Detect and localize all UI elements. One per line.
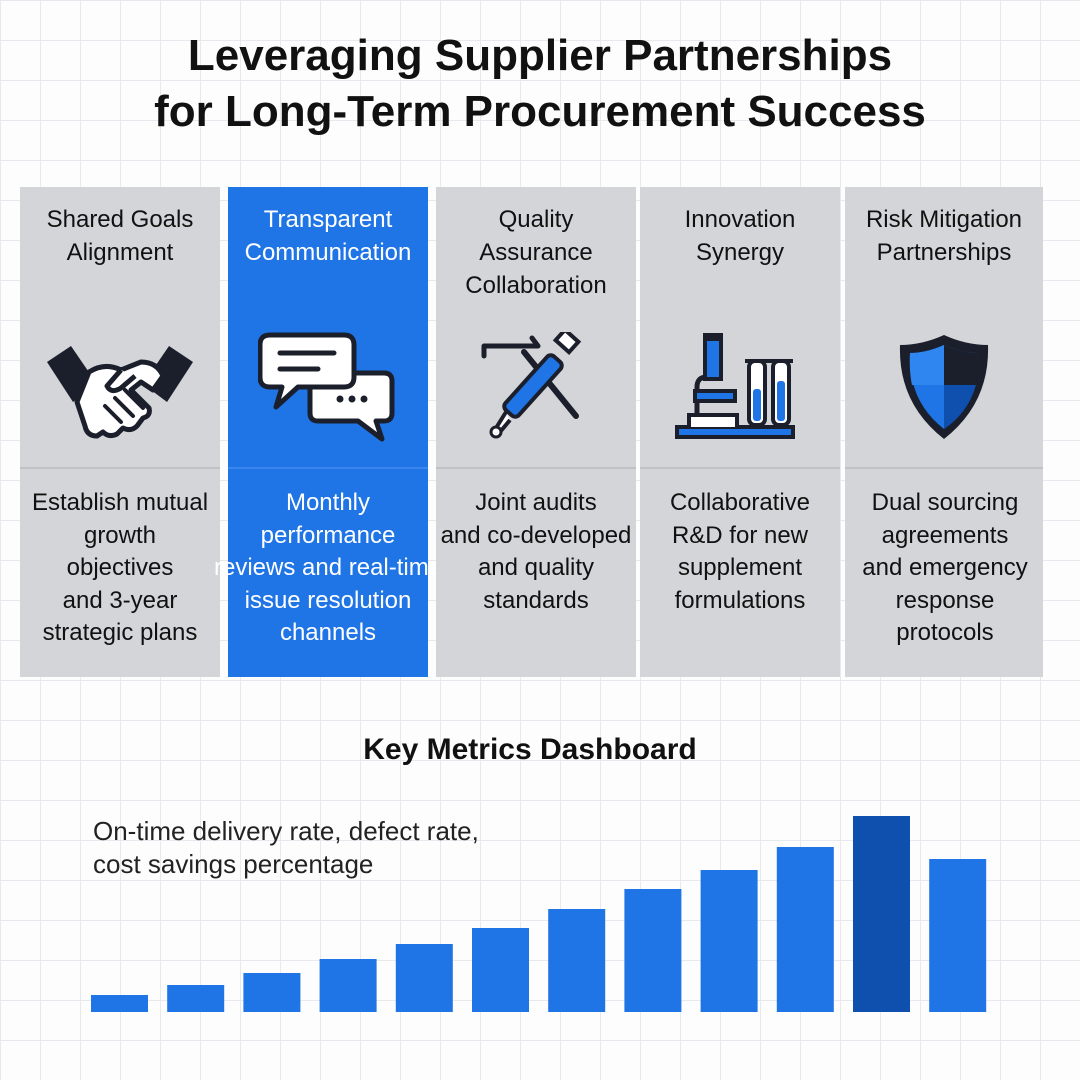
card-body-line: formulations xyxy=(674,586,806,614)
card-body-line: and 3-year xyxy=(62,586,178,614)
tools-icon xyxy=(436,327,636,447)
card-heading-line: Synergy xyxy=(695,239,785,266)
card-body-line: agreements xyxy=(881,521,1009,549)
card-divider xyxy=(228,467,428,469)
card-body-line: and emergency xyxy=(862,554,1028,581)
handshake-icon xyxy=(20,327,220,447)
card-body: Dual sourcing agreements and emergency r… xyxy=(831,487,1059,650)
card-body-line: response xyxy=(895,586,995,614)
card-divider xyxy=(20,467,220,469)
card-body-line: objectives xyxy=(66,554,174,581)
chart-bar xyxy=(853,816,910,1012)
chart-bar xyxy=(700,870,758,1012)
chart-bar xyxy=(624,889,682,1012)
chart-bar xyxy=(91,995,148,1012)
card-innovation-synergy: Innovation Synergy Collaborative R&D for… xyxy=(640,187,840,677)
card-body: Collaborative R&D for new supplement for… xyxy=(626,487,854,617)
page-title-line-1: Leveraging Supplier Partnerships xyxy=(187,31,893,80)
chart-bar xyxy=(167,985,225,1012)
chart-bar xyxy=(776,847,834,1012)
card-body-line: Dual sourcing xyxy=(871,489,1019,516)
card-heading-line: Collaboration xyxy=(465,272,607,299)
card-body-line: supplement xyxy=(677,554,803,581)
card-heading: Quality Assurance Collaboration xyxy=(436,203,636,302)
metrics-bar-chart xyxy=(91,816,987,1012)
shield-icon xyxy=(845,327,1043,447)
card-heading-line: Assurance xyxy=(479,239,593,266)
card-body-line: Establish mutual xyxy=(31,489,209,516)
chart-bar xyxy=(319,959,377,1012)
card-heading-line: Communication xyxy=(244,239,412,266)
chart-bar xyxy=(243,973,301,1012)
card-body-line: performance xyxy=(260,521,396,549)
chart-bar xyxy=(395,944,453,1012)
card-transparent-communication: Transparent Communication Monthly perfor… xyxy=(214,187,442,677)
card-body: Joint audits and co-developed and qualit… xyxy=(422,487,650,617)
card-heading-line: Partnerships xyxy=(876,239,1012,266)
card-body-line: Collaborative xyxy=(669,489,811,516)
card-heading-line: Quality xyxy=(498,206,574,233)
card-divider xyxy=(436,467,636,469)
card-heading: Transparent Communication xyxy=(228,203,428,269)
card-body-line: and quality xyxy=(477,554,595,581)
card-body-line: growth xyxy=(83,521,157,549)
card-heading-line: Shared Goals xyxy=(46,206,194,233)
card-heading-line: Transparent xyxy=(263,206,393,233)
page-title-line-2: for Long-Term Procurement Success xyxy=(154,87,926,136)
card-body-line: strategic plans xyxy=(42,619,198,646)
card-heading-line: Alignment xyxy=(66,239,174,266)
card-heading-line: Risk Mitigation xyxy=(865,206,1023,233)
card-body-line: Monthly xyxy=(285,489,371,516)
card-heading: Innovation Synergy xyxy=(640,203,840,269)
chart-bar xyxy=(472,928,529,1012)
page-title: Leveraging Supplier Partnerships for Lon… xyxy=(0,28,1080,140)
card-body-line: and co-developed xyxy=(440,521,632,549)
card-heading: Shared Goals Alignment xyxy=(20,203,220,269)
chart-bar xyxy=(929,859,987,1012)
card-divider xyxy=(845,467,1043,469)
card-heading: Risk Mitigation Partnerships xyxy=(845,203,1043,269)
card-body-line: Joint audits xyxy=(475,489,597,516)
chat-bubbles-icon xyxy=(228,327,428,447)
card-shared-goals: Shared Goals Alignment Establish mutual … xyxy=(20,187,220,677)
card-body: Establish mutual growth objectives and 3… xyxy=(6,487,234,650)
card-body-line: issue resolution xyxy=(244,586,412,614)
dashboard-subtitle-line-2: cost savings percentage xyxy=(93,849,374,879)
dashboard-subtitle: On-time delivery rate, defect rate, cost… xyxy=(93,815,479,881)
card-body-line: channels xyxy=(279,619,377,646)
card-body-line: standards xyxy=(483,586,589,614)
chart-bar xyxy=(548,909,606,1012)
microscope-icon xyxy=(640,327,840,447)
card-body-line: R&D for new xyxy=(671,521,809,549)
card-body-line: reviews and real-time xyxy=(214,554,443,581)
dashboard-subtitle-line-1: On-time delivery rate, defect rate, xyxy=(93,816,479,846)
card-risk-mitigation: Risk Mitigation Partnerships Dual sourci… xyxy=(845,187,1043,677)
dashboard-title: Key Metrics Dashboard xyxy=(363,733,697,766)
card-body: Monthly performance reviews and real-tim… xyxy=(214,487,442,650)
card-heading-line: Innovation xyxy=(684,206,796,233)
card-divider xyxy=(640,467,840,469)
card-quality-assurance: Quality Assurance Collaboration Joint au… xyxy=(436,187,636,677)
card-body-line: protocols xyxy=(896,619,994,646)
